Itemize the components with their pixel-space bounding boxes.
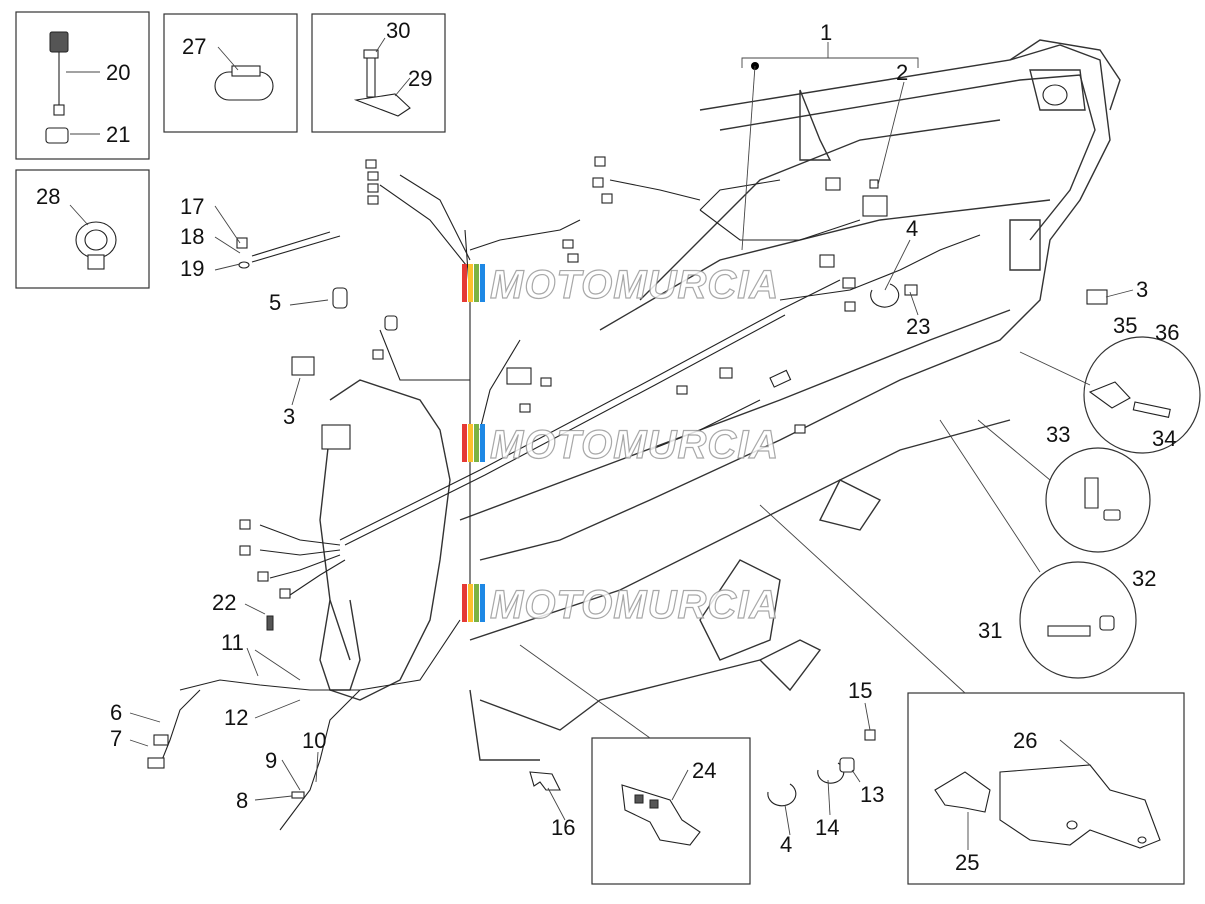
part-label-29: 29 (408, 66, 432, 91)
part-label-22: 22 (212, 590, 236, 615)
part-label-1: 1 (820, 20, 832, 45)
part-label-24: 24 (692, 758, 716, 783)
part-label-35: 35 (1113, 313, 1137, 338)
inset-box-24 (591, 737, 751, 885)
part-label-31: 31 (978, 618, 1002, 643)
part-label-36: 36 (1155, 320, 1179, 345)
part-label-12: 12 (224, 705, 248, 730)
watermark-bottom: MOTOMURCIA (462, 582, 779, 628)
part-label-33: 33 (1046, 422, 1070, 447)
part-label-28: 28 (36, 184, 60, 209)
connectors (239, 156, 918, 599)
part-labels: 1 2 3 3 4 4 5 6 7 8 9 10 11 12 13 14 15 … (36, 18, 1179, 875)
leader-lines (129, 42, 1134, 836)
part-label-26: 26 (1013, 728, 1037, 753)
scooter-frame (319, 39, 1121, 761)
part-label-3: 3 (283, 404, 295, 429)
inset-box-20-21 (15, 11, 150, 160)
part-label-4: 4 (906, 216, 918, 241)
part-label-11: 11 (221, 630, 244, 655)
part-label-9: 9 (265, 748, 277, 773)
wiring-harness (159, 174, 981, 831)
part-label-25: 25 (955, 850, 979, 875)
part-label-19: 19 (180, 256, 204, 281)
part-label-27: 27 (182, 34, 206, 59)
part-label-16: 16 (551, 815, 575, 840)
part-label-5: 5 (269, 290, 281, 315)
part-label-17: 17 (180, 194, 204, 219)
detail-circle-35-36 (1019, 336, 1201, 454)
part-label-23: 23 (906, 314, 930, 339)
part-label-30: 30 (386, 18, 410, 43)
part-label-18: 18 (180, 224, 204, 249)
part-label-7: 7 (110, 726, 122, 751)
inset-box-28 (15, 169, 150, 289)
watermark-middle: MOTOMURCIA (462, 422, 779, 468)
inset-box-29-30 (311, 13, 446, 133)
part-label-8: 8 (236, 788, 248, 813)
detail-circle-31-32 (939, 419, 1137, 679)
callout-line-25-26 (759, 504, 966, 694)
callout-line-24 (519, 644, 651, 739)
part-label-4: 4 (780, 832, 792, 857)
part-label-34: 34 (1152, 426, 1176, 451)
inset-box-25-26 (907, 692, 1185, 885)
part-label-3: 3 (1136, 277, 1148, 302)
part-label-14: 14 (815, 815, 839, 840)
part-label-20: 20 (106, 60, 130, 85)
watermark-text: MOTOMURCIA (490, 423, 779, 467)
part-label-15: 15 (848, 678, 872, 703)
watermark-text: MOTOMURCIA (490, 263, 779, 307)
part-label-21: 21 (106, 122, 130, 147)
watermark-text: MOTOMURCIA (490, 583, 779, 627)
detail-circle-33-34 (977, 419, 1151, 553)
part-label-32: 32 (1132, 566, 1156, 591)
part-label-10: 10 (302, 728, 326, 753)
part-label-6: 6 (110, 700, 122, 725)
part-label-2: 2 (896, 60, 908, 85)
watermark-top: MOTOMURCIA (462, 262, 779, 308)
small-parts (147, 231, 1108, 807)
part-label-13: 13 (860, 782, 884, 807)
inset-box-27 (163, 13, 298, 133)
